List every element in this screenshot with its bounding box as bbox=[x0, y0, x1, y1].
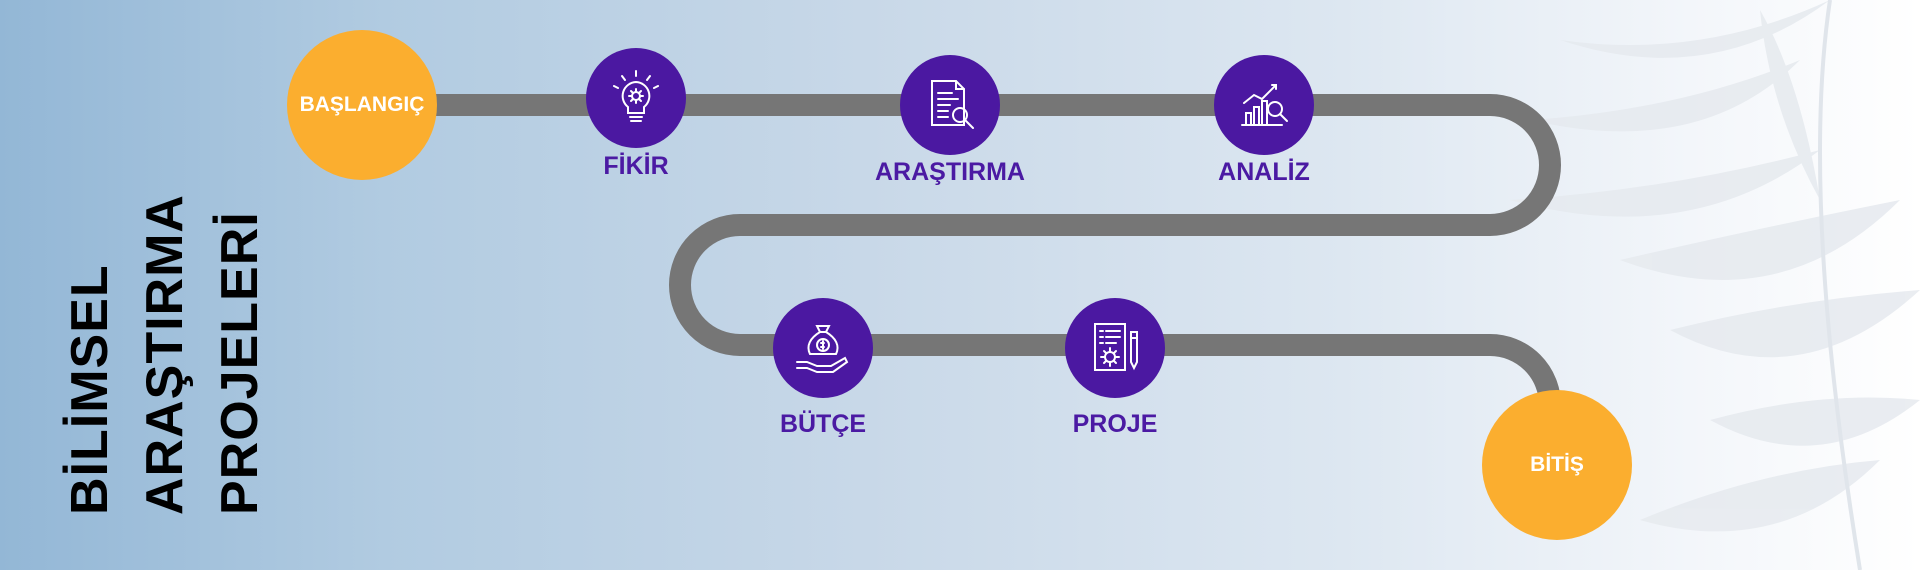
step-label-proje: PROJE bbox=[1072, 410, 1158, 438]
lightbulb-icon bbox=[613, 70, 659, 122]
end-node: BİTİŞ bbox=[1482, 390, 1632, 540]
money-bag-hand-icon bbox=[796, 325, 849, 373]
step-butce bbox=[773, 298, 873, 398]
step-proje bbox=[1065, 298, 1165, 398]
bamboo-leaves-decoration bbox=[1510, 0, 1920, 570]
step-label-arastirma: ARAŞTIRMA bbox=[875, 158, 1025, 186]
start-label: BAŞLANGIÇ bbox=[299, 93, 425, 116]
step-label-butce: BÜTÇE bbox=[779, 410, 867, 438]
title-line-2: ARAŞTIRMA bbox=[136, 194, 194, 515]
title-line-3: PROJELERİ bbox=[211, 211, 269, 515]
step-arastirma bbox=[900, 55, 1000, 155]
chart-magnifier-icon bbox=[1241, 84, 1288, 126]
step-fikir bbox=[586, 48, 686, 148]
start-node: BAŞLANGIÇ bbox=[287, 30, 437, 180]
page-title: BİLİMSEL ARAŞTIRMA PROJELERİ bbox=[60, 185, 280, 515]
title-line-1: BİLİMSEL bbox=[61, 264, 119, 515]
step-label-fikir: FİKİR bbox=[603, 152, 669, 180]
step-analiz bbox=[1214, 55, 1314, 155]
end-label: BİTİŞ bbox=[1530, 453, 1584, 476]
document-gear-icon bbox=[1094, 323, 1138, 371]
document-search-icon bbox=[931, 80, 974, 129]
step-label-analiz: ANALİZ bbox=[1218, 158, 1310, 186]
